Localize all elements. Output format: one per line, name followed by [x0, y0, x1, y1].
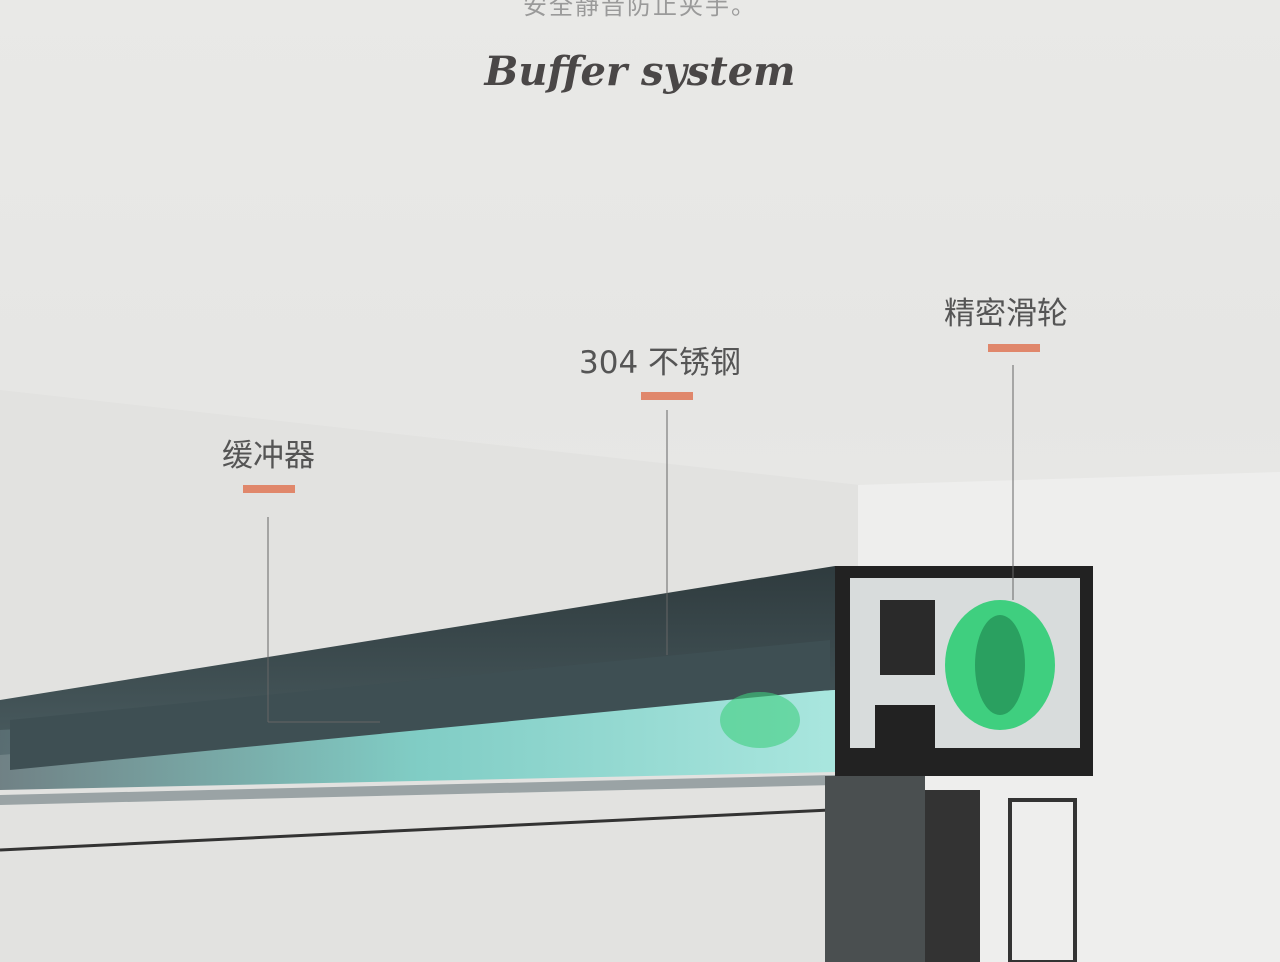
rail-lower-face	[0, 690, 835, 790]
callout-label-buffer: 缓冲器	[222, 438, 315, 474]
subtitle: 安全静音防止夹手。	[523, 0, 757, 20]
callout-label-pulley: 精密滑轮	[944, 296, 1068, 332]
rail-edge	[0, 775, 835, 805]
hanger-post	[825, 776, 925, 962]
rail-inner-panel	[10, 640, 830, 770]
callout-accent-bar	[641, 392, 693, 400]
callout-accent-bar	[988, 344, 1040, 352]
wheel-ghost	[720, 692, 800, 748]
callout-label-steel: 304 不锈钢	[579, 345, 742, 381]
page-title: Buffer system	[484, 48, 796, 95]
callout-accent-bar	[243, 485, 295, 493]
glass-line	[0, 808, 831, 852]
